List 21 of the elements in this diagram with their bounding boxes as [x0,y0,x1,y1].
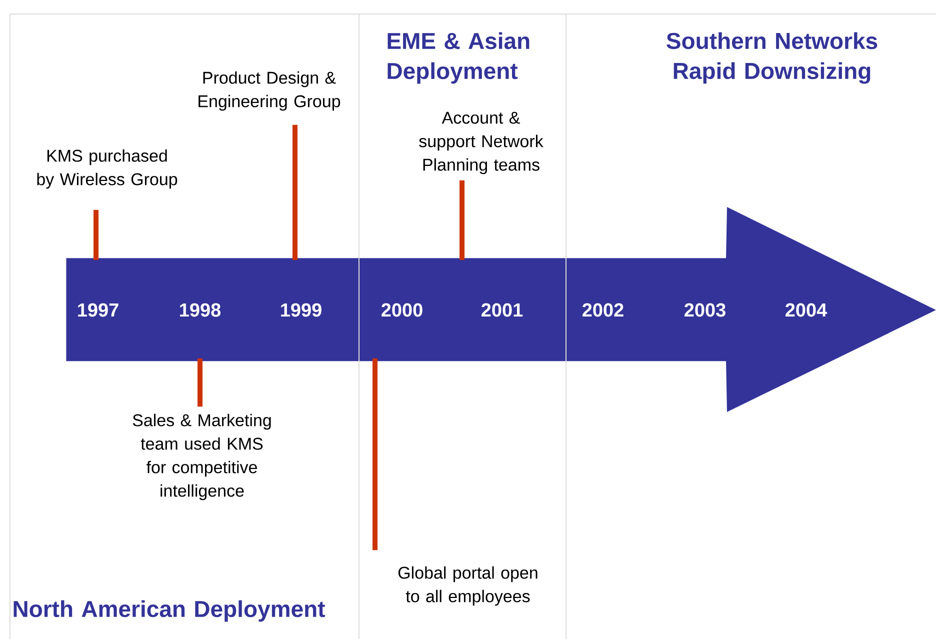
node-label: 2004 [786,303,828,317]
phase-heading: EME & Asian Deployment [388,32,530,84]
node-label: 2003 [684,303,726,317]
phase-heading: Southern Networks Rapid Downsizing [666,32,878,84]
leader-line [94,210,98,260]
node-label: 1998 [180,303,221,317]
event-text: Sales & Marketing team used KMS for competitive intelligence [132,414,271,500]
phase-heading: North American Deployment [14,600,325,622]
event-text: KMS purchased by Wireless Group [37,149,178,189]
node-label: 2000 [382,303,422,317]
leader-line [198,358,202,407]
node-label: 1997 [78,303,118,317]
leader-line [292,124,298,260]
event-text: Global portal open to all employees [398,566,538,606]
leader-line [460,180,464,260]
leader-line [372,358,378,550]
node-label: 2002 [582,303,624,317]
node-label: 1999 [281,303,322,317]
node-label: 2001 [482,303,523,317]
event-text: Account & support Network Planning teams [419,112,544,174]
event-text: Product Design & Engineering Group [198,71,340,111]
